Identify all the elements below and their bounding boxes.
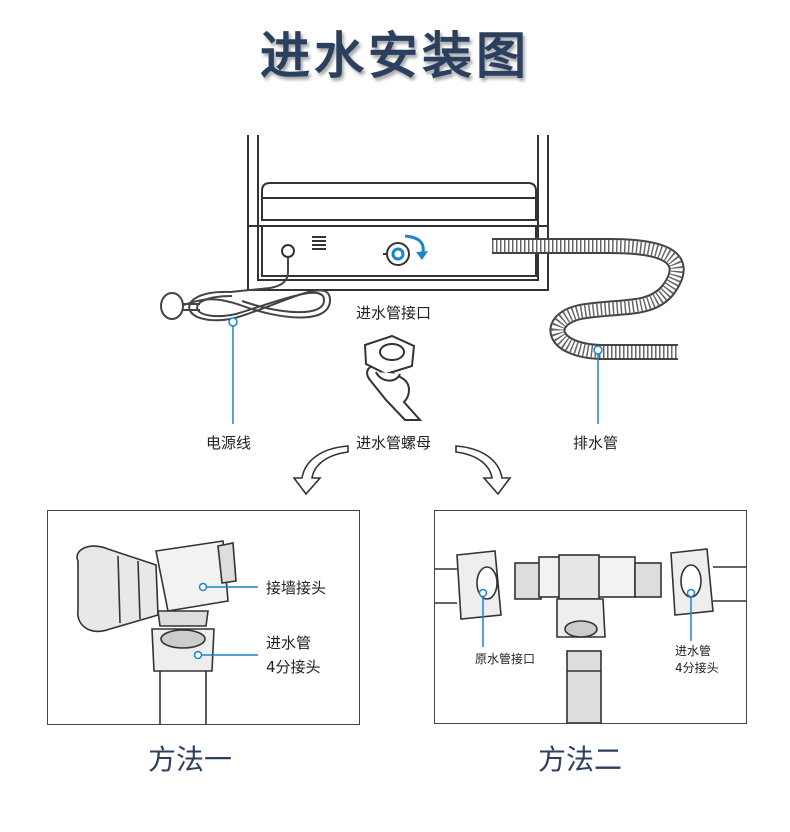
- inlet-connector-label: 进水管 4分接头: [266, 631, 321, 679]
- arrow-right-icon: [455, 445, 512, 496]
- method1-caption: 方法一: [148, 743, 233, 776]
- drain-hose-illustration: [492, 238, 685, 360]
- wall-connector-label: 接墙接头: [266, 579, 327, 597]
- method2-panel: 原水管接口 进水管 4分接头: [434, 510, 747, 724]
- tee-fitting-illustration: [435, 548, 746, 723]
- method2-caption: 方法二: [538, 743, 623, 776]
- hand-with-nut-illustration: [363, 334, 423, 421]
- leader-lines: [232, 322, 599, 424]
- inlet-connector-label-2: 进水管 4分接头: [675, 643, 719, 677]
- power-cord-illustration: [160, 258, 332, 322]
- method1-panel: 接墙接头 进水管 4分接头: [47, 510, 360, 725]
- arrow-left-icon: [292, 445, 349, 496]
- inlet-nut-label: 进水管螺母: [356, 434, 432, 452]
- inlet-port-label: 进水管接口: [356, 304, 432, 322]
- power-socket-icon: [281, 244, 295, 258]
- inlet-port-icon: [383, 234, 428, 266]
- inlet-connector-line1: 进水管: [266, 634, 312, 652]
- original-port-label: 原水管接口: [475, 652, 536, 666]
- inlet-connector-line2: 4分接头: [266, 658, 321, 676]
- power-cord-label: 电源线: [206, 434, 252, 452]
- page-title: 进水安装图: [260, 27, 530, 85]
- vent-icon: [312, 236, 326, 250]
- drain-hose-label: 排水管: [573, 434, 619, 452]
- dishwasher-back: [247, 135, 549, 291]
- inlet-connector-2-line1: 进水管: [675, 644, 712, 658]
- angle-valve-illustration: [76, 540, 258, 724]
- inlet-connector-2-line2: 4分接头: [675, 661, 719, 675]
